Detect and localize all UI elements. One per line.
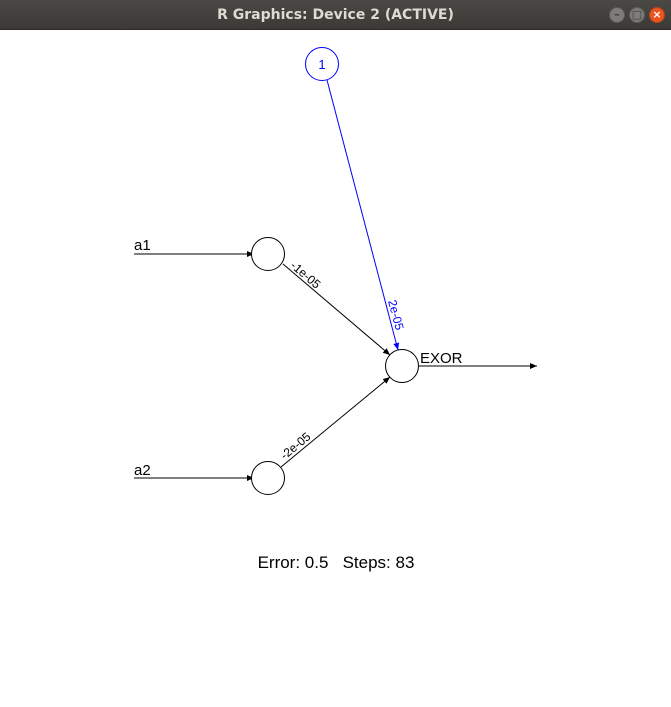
window-title: R Graphics: Device 2 (ACTIVE) xyxy=(217,7,454,23)
input-label-a2: a2 xyxy=(134,462,151,479)
bias-node xyxy=(305,47,339,81)
edge-a2-output xyxy=(280,376,391,468)
edge-a1-output xyxy=(282,263,391,356)
output-label: EXOR xyxy=(420,350,463,367)
node-a1 xyxy=(251,237,285,271)
title-bar[interactable]: R Graphics: Device 2 (ACTIVE) – □ × xyxy=(0,0,671,30)
edge-bias-output xyxy=(326,79,400,351)
plot-canvas: a1 a2 1 EXOR -1e-05 -2e-05 2e-05 Error: … xyxy=(0,30,671,703)
minimize-button[interactable]: – xyxy=(609,7,625,23)
input-label-a1: a1 xyxy=(134,237,151,254)
network-plot: a1 a2 1 EXOR -1e-05 -2e-05 2e-05 Error: … xyxy=(134,47,537,572)
weight-label-a2: -2e-05 xyxy=(278,429,314,462)
close-button[interactable]: × xyxy=(649,7,665,23)
training-stats: Error: 0.5 Steps: 83 xyxy=(258,553,415,572)
maximize-button[interactable]: □ xyxy=(629,7,645,23)
weight-label-a1: -1e-05 xyxy=(288,258,324,291)
node-output xyxy=(385,349,419,383)
node-a2 xyxy=(251,461,285,495)
bias-node-label: 1 xyxy=(318,57,325,72)
